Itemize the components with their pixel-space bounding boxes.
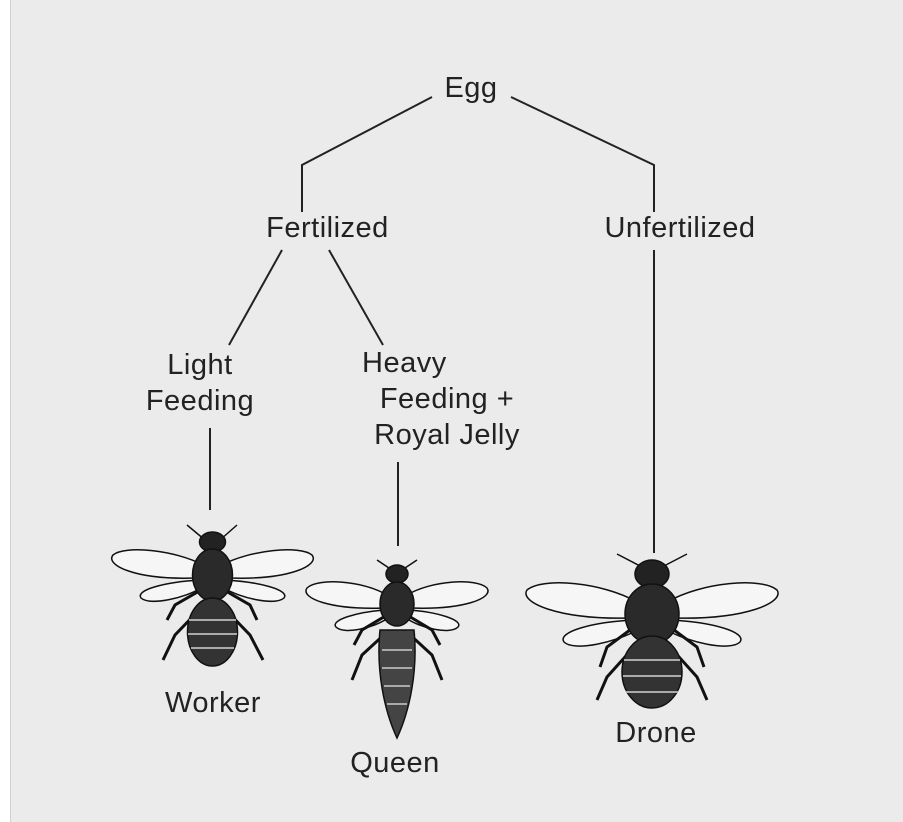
fertilized-label: Fertilized: [240, 210, 415, 246]
line-fertilized-to-light: [229, 250, 282, 345]
light-feeding-label: Light Feeding: [120, 347, 280, 419]
line-egg-to-unfertilized: [511, 97, 654, 212]
line-egg-to-fertilized: [302, 97, 432, 212]
heavy-feeding-label: Heavy Feeding + Royal Jelly: [352, 345, 542, 453]
egg-label: Egg: [426, 70, 516, 106]
queen-bee-icon: [302, 560, 492, 745]
queen-label: Queen: [335, 745, 455, 781]
worker-bee-icon: [105, 520, 320, 675]
drone-bee-icon: [522, 552, 782, 712]
unfertilized-label: Unfertilized: [580, 210, 780, 246]
drone-label: Drone: [596, 715, 716, 751]
worker-label: Worker: [148, 685, 278, 721]
line-fertilized-to-heavy: [329, 250, 383, 345]
